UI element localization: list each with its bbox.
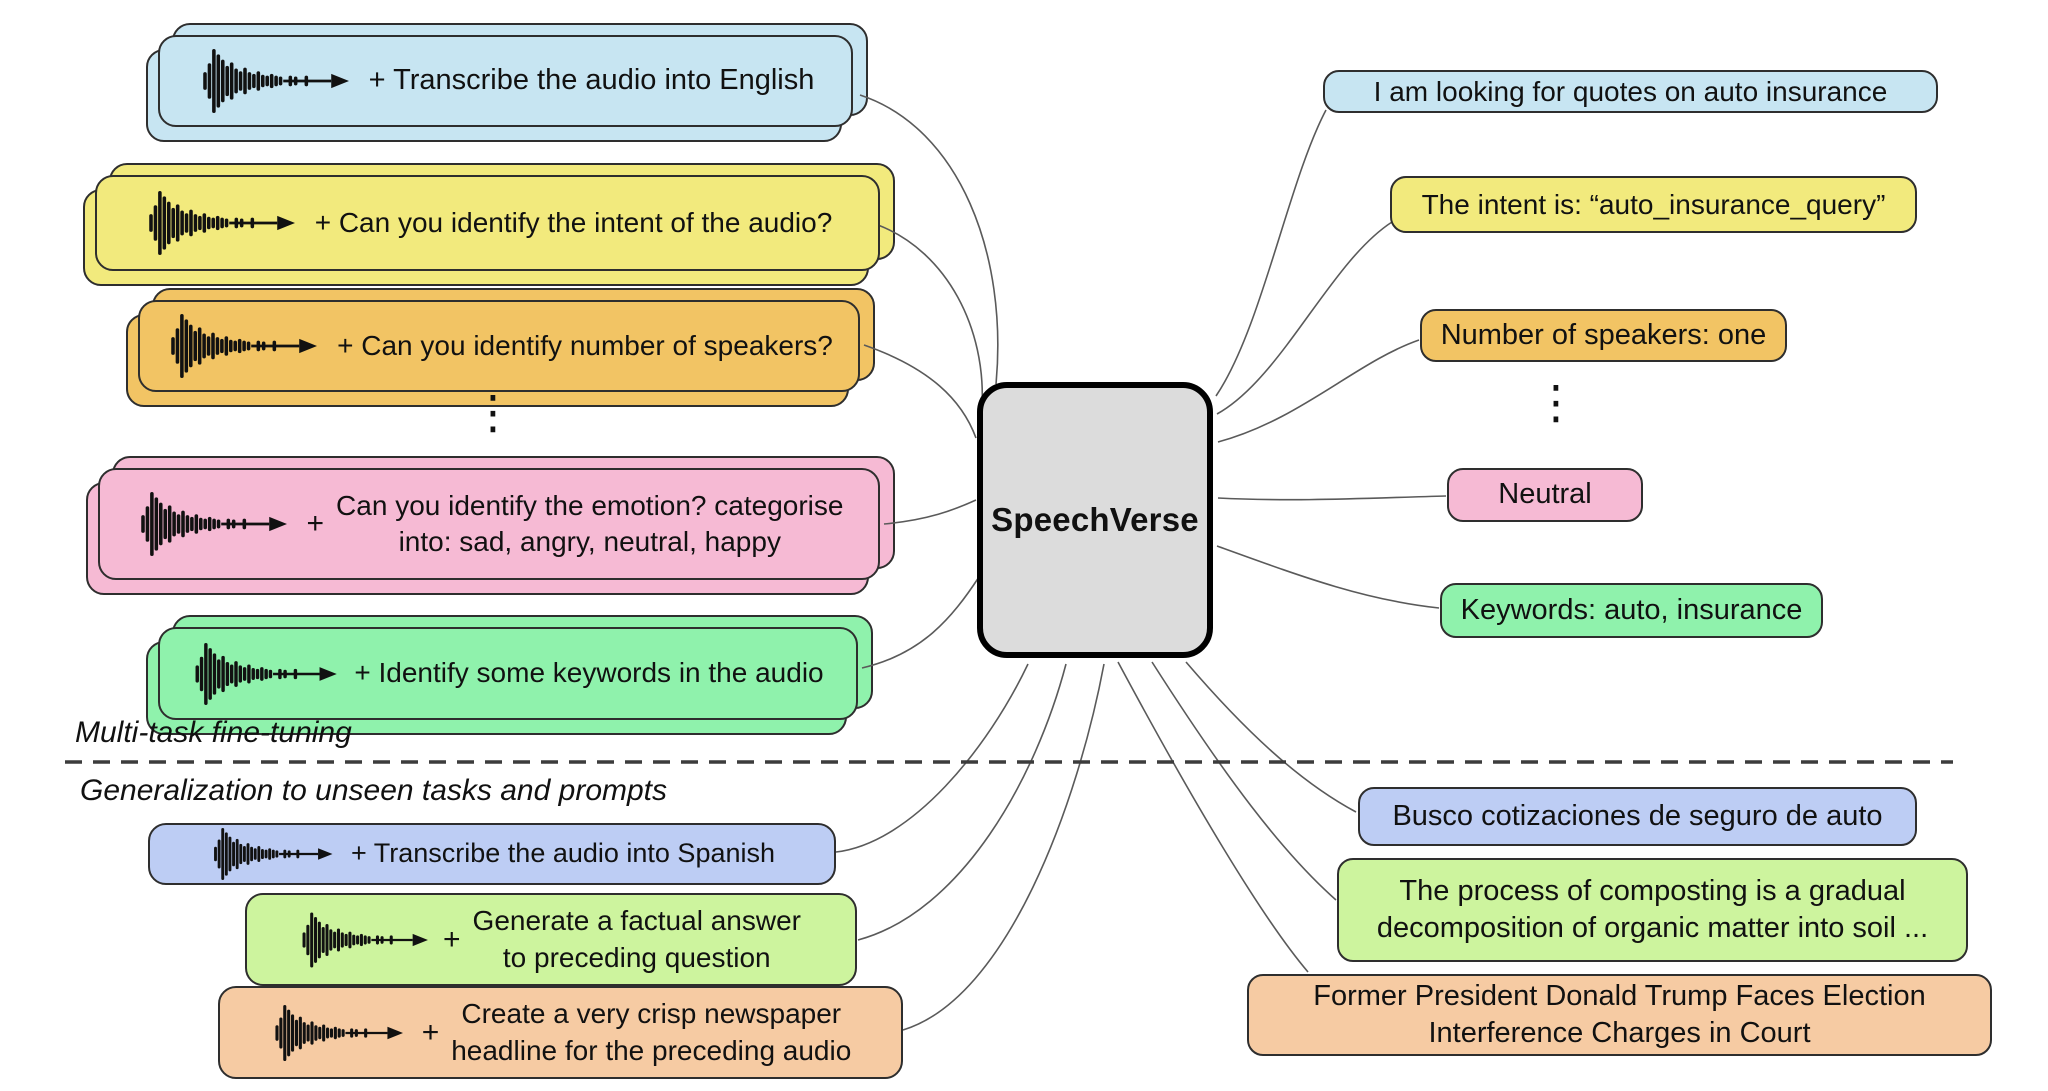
output-card-text: Former President Donald Trump Faces Elec… xyxy=(1313,978,1925,1052)
speechverse-node-label: SpeechVerse xyxy=(991,501,1199,538)
section-label-generalization: Generalization to unseen tasks and promp… xyxy=(80,774,668,807)
prompt-card-transcribe-spanish: + Transcribe the audio into Spanish xyxy=(148,823,836,885)
audio-waveform-arrow-icon xyxy=(302,911,428,968)
prompt-card-factual-answer: + Generate a factual answer to preceding q… xyxy=(245,893,857,986)
prompt-card-line: Create a very crisp newspaper xyxy=(461,998,842,1030)
output-card-speakers-output: Number of speakers: one xyxy=(1420,309,1787,362)
prompt-card-line: + Can you identify the intent of the aud… xyxy=(314,206,833,238)
output-card-spanish-transcript-output: Busco cotizaciones de seguro de auto xyxy=(1358,787,1917,846)
output-card-headline-output: Former President Donald Trump Faces Elec… xyxy=(1247,974,1992,1056)
prompt-card-text: Generate a factual answer to preceding qu… xyxy=(473,903,801,976)
prompt-card-line: to preceding question xyxy=(502,941,771,973)
output-card-line: Former President Donald Trump Faces Elec… xyxy=(1313,979,1926,1012)
prompt-card-text: + Can you identify the intent of the aud… xyxy=(315,205,833,241)
output-card-line: The intent is: “auto_insurance_query” xyxy=(1421,188,1886,220)
output-card-intent-output: The intent is: “auto_insurance_query” xyxy=(1390,176,1917,233)
plus-sign: + xyxy=(306,507,325,540)
prompt-card-line: + Transcribe the audio into English xyxy=(368,64,815,97)
output-card-line: The process of composting is a gradual xyxy=(1399,874,1906,907)
output-card-factual-answer-output: The process of composting is a gradual de… xyxy=(1337,858,1968,962)
output-card-text: Number of speakers: one xyxy=(1441,317,1767,354)
prompt-card-text: + Can you identify number of speakers? xyxy=(337,328,833,364)
left-ellipsis: ⋮ xyxy=(470,385,516,439)
output-card-text: Busco cotizaciones de seguro de auto xyxy=(1392,798,1882,835)
plus-sign: + xyxy=(421,1015,440,1049)
output-card-text: Neutral xyxy=(1498,476,1592,513)
prompt-card-identify-keywords: + Identify some keywords in the audio xyxy=(158,627,858,720)
prompt-card-text: Create a very crisp newspaper headline fo… xyxy=(451,996,851,1069)
speechverse-node: SpeechVerse xyxy=(977,382,1213,658)
output-card-line: decomposition of organic matter into soi… xyxy=(1376,912,1929,944)
prompt-card-newspaper-headline: + Create a very crisp newspaper headline f… xyxy=(218,986,903,1079)
audio-waveform-arrow-icon xyxy=(171,314,318,378)
audio-waveform-arrow-icon xyxy=(195,642,338,705)
prompt-card-count-speakers: + Can you identify number of speakers? xyxy=(138,300,860,392)
output-card-line: I am looking for quotes on auto insuranc… xyxy=(1373,75,1888,107)
audio-waveform-arrow-icon xyxy=(148,191,295,255)
prompt-card-text: Can you identify the emotion? categorise… xyxy=(336,488,843,561)
audio-waveform-arrow-icon xyxy=(140,492,287,556)
right-ellipsis: ⋮ xyxy=(1533,375,1579,429)
plus-sign: + xyxy=(443,922,461,956)
prompt-card-line: + Can you identify number of speakers? xyxy=(337,329,833,361)
prompt-card-text: + Transcribe the audio into Spanish xyxy=(351,836,775,871)
prompt-card-line: Generate a factual answer xyxy=(472,905,801,937)
prompt-card-text: + Transcribe the audio into English xyxy=(369,62,815,100)
prompt-card-line: + Transcribe the audio into Spanish xyxy=(350,838,776,869)
prompt-card-identify-intent: + Can you identify the intent of the aud… xyxy=(95,175,880,271)
output-card-text: The intent is: “auto_insurance_query” xyxy=(1422,187,1886,223)
section-label-multitask: Multi-task fine-tuning xyxy=(75,716,352,749)
output-card-text: The process of composting is a gradual de… xyxy=(1377,873,1928,947)
output-card-text: Keywords: auto, insurance xyxy=(1461,592,1803,629)
output-card-transcript-output: I am looking for quotes on auto insuranc… xyxy=(1323,70,1938,113)
output-card-line: Busco cotizaciones de seguro de auto xyxy=(1392,799,1883,832)
prompt-card-text: + Identify some keywords in the audio xyxy=(354,655,823,691)
audio-waveform-arrow-icon xyxy=(214,828,333,880)
output-card-line: Keywords: auto, insurance xyxy=(1460,593,1803,626)
audio-waveform-arrow-icon xyxy=(275,1004,403,1061)
prompt-card-line: headline for the preceding audio xyxy=(451,1034,852,1066)
prompt-card-identify-emotion: + Can you identify the emotion? categoris… xyxy=(98,468,880,580)
prompt-card-line: into: sad, angry, neutral, happy xyxy=(398,526,781,557)
prompt-card-transcribe-english: + Transcribe the audio into English xyxy=(158,35,853,127)
prompt-card-line: + Identify some keywords in the audio xyxy=(354,657,824,689)
output-card-keywords-output: Keywords: auto, insurance xyxy=(1440,583,1823,638)
audio-waveform-arrow-icon xyxy=(202,49,349,113)
prompt-card-line: Can you identify the emotion? categorise xyxy=(336,489,844,521)
output-card-line: Neutral xyxy=(1498,478,1592,511)
output-card-line: Number of speakers: one xyxy=(1440,318,1767,351)
output-card-emotion-output: Neutral xyxy=(1447,468,1643,522)
output-card-line: Interference Charges in Court xyxy=(1428,1017,1811,1049)
output-card-text: I am looking for quotes on auto insuranc… xyxy=(1374,74,1888,110)
